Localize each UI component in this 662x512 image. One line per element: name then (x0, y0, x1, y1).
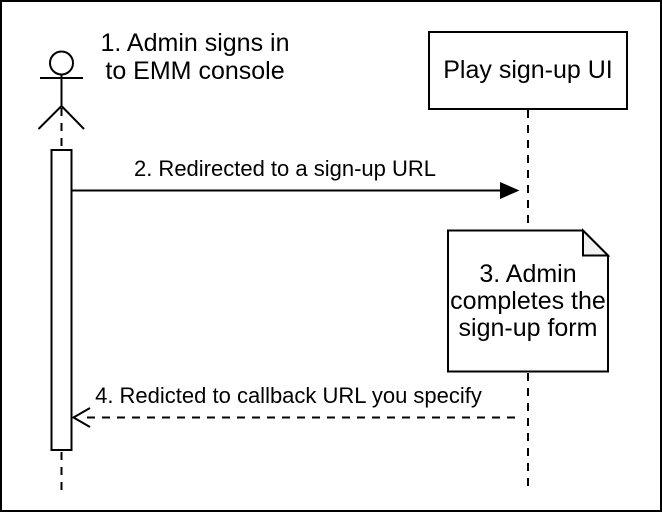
note-shape (447, 229, 609, 373)
message-2-label: 2. Redirected to a sign-up URL (133, 156, 437, 181)
actor-figure (37, 50, 85, 130)
actor-leg-right (60, 105, 85, 130)
open-arrowhead-icon (71, 407, 91, 428)
note-label-line3: sign-up form (458, 313, 598, 342)
actor-head (49, 50, 74, 76)
note-label-line1: 3. Admin (479, 259, 577, 288)
activation-bar (50, 149, 73, 451)
actor-label: 1. Admin signs in to EMM console (95, 29, 295, 85)
filled-arrowhead-icon (500, 182, 520, 199)
note-label-line2: completes the (450, 286, 606, 315)
note-fold-corner-icon (582, 228, 611, 257)
participant-box: Play sign-up UI (428, 31, 628, 110)
actor-leg-left (37, 105, 63, 130)
message-4-label: 4. Redicted to callback URL you specify (95, 383, 482, 408)
note-label: 3. Admin completes the sign-up form (448, 230, 608, 372)
participant-label: Play sign-up UI (443, 56, 613, 84)
actor-label-line2: to EMM console (105, 57, 285, 85)
actor-label-line1: 1. Admin signs in (100, 29, 290, 57)
